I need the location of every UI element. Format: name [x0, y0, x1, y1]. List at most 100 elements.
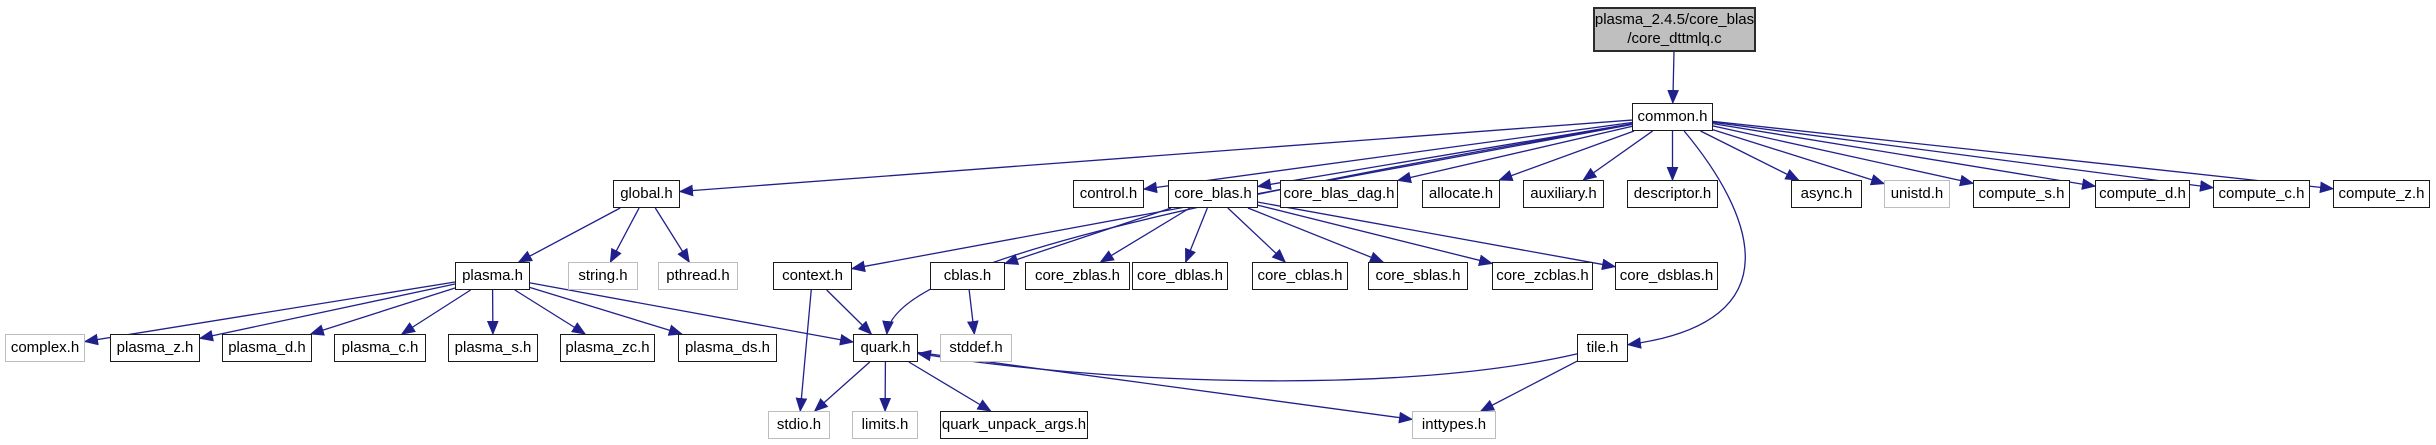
graph-node-stdio-h: stdio.h: [768, 411, 830, 439]
node-label: compute_d.h: [2099, 184, 2186, 202]
edge-common-h-to-compute-d-h: [1712, 122, 2097, 190]
edge-quark-h-to-stdio-h: [813, 361, 871, 412]
node-label: stdio.h: [776, 415, 822, 433]
graph-node-compute-s-h[interactable]: compute_s.h: [1973, 180, 2070, 208]
node-label: compute_c.h: [2218, 184, 2305, 202]
graph-node-plasma-zc-h[interactable]: plasma_zc.h: [560, 334, 655, 362]
node-label: core_sblas.h: [1375, 266, 1461, 284]
graph-node-plasma-z-h[interactable]: plasma_z.h: [110, 334, 200, 362]
dependency-edges: [83, 51, 2335, 424]
edge-tile-h-to-inttypes-h: [1479, 360, 1578, 412]
graph-node-limits-h: limits.h: [852, 411, 918, 439]
node-label: stddef.h: [949, 338, 1003, 356]
graph-node-complex-h: complex.h: [5, 334, 85, 362]
graph-node-compute-d-h[interactable]: compute_d.h: [2095, 180, 2190, 208]
node-label: complex.h: [10, 338, 80, 356]
graph-node-quark-h[interactable]: quark.h: [853, 334, 918, 362]
edge-common-h-to-compute-c-h: [1712, 121, 2215, 192]
edge-quark-h-to-inttypes-h: [917, 351, 1414, 424]
edge-common-h-to-global-h: [678, 119, 1633, 197]
node-label: quark_unpack_args.h: [941, 415, 1087, 433]
edge-common-h-to-core-blas-dag-h: [1396, 125, 1633, 184]
node-label: inttypes.h: [1421, 415, 1487, 433]
graph-node-plasma-s-h[interactable]: plasma_s.h: [448, 334, 538, 362]
node-label: plasma_zc.h: [565, 338, 650, 356]
node-label: common.h: [1637, 107, 1708, 125]
node-label: core_dblas.h: [1137, 266, 1223, 284]
node-label: context.h: [782, 266, 843, 284]
edge-quark-h-to-quark-unpack-args-h: [908, 361, 992, 412]
node-label: plasma_2.4.5/core_blas /core_dttmlq.c: [1594, 10, 1755, 47]
graph-node-plasma-h[interactable]: plasma.h: [455, 262, 530, 290]
edge-core-blas-h-to-core-cblas-h: [1227, 207, 1287, 263]
edge-core-blas-h-to-core-sblas-h: [1247, 207, 1385, 263]
graph-node-unistd-h: unistd.h: [1884, 180, 1950, 208]
graph-node-control-h[interactable]: control.h: [1073, 180, 1144, 208]
graph-node-pthread-h: pthread.h: [658, 262, 738, 290]
edge-core-dttmlq-c-to-common-h: [1667, 51, 1679, 105]
graph-node-plasma-d-h[interactable]: plasma_d.h: [222, 334, 312, 362]
edge-common-h-to-core-blas-h: [1256, 123, 1633, 191]
node-label: plasma.h: [462, 266, 523, 284]
edge-common-h-to-quark-h: [882, 123, 1633, 336]
edge-plasma-h-to-plasma-c-h: [400, 289, 471, 335]
node-label: async.h: [1800, 184, 1853, 202]
graph-node-tile-h[interactable]: tile.h: [1577, 334, 1628, 362]
node-label: quark.h: [860, 338, 911, 356]
graph-node-core-sblas-h[interactable]: core_sblas.h: [1368, 262, 1468, 290]
edge-common-h-to-tile-h: [1626, 130, 1746, 349]
graph-node-auxiliary-h[interactable]: auxiliary.h: [1523, 180, 1604, 208]
graph-node-quark-unpack-args-h[interactable]: quark_unpack_args.h: [940, 411, 1088, 439]
node-label: pthread.h: [666, 266, 730, 284]
graph-node-async-h[interactable]: async.h: [1791, 180, 1862, 208]
edge-core-blas-h-to-core-zblas-h: [1099, 207, 1191, 263]
node-label: limits.h: [861, 415, 909, 433]
graph-node-core-blas-h[interactable]: core_blas.h: [1168, 180, 1258, 208]
node-label: tile.h: [1586, 338, 1619, 356]
graph-node-cblas-h[interactable]: cblas.h: [930, 262, 1005, 290]
edge-common-h-to-auxiliary-h: [1582, 130, 1654, 181]
graph-node-core-dsblas-h[interactable]: core_dsblas.h: [1615, 262, 1718, 290]
graph-node-compute-c-h[interactable]: compute_c.h: [2213, 180, 2310, 208]
node-label: string.h: [578, 266, 628, 284]
node-label: core_zblas.h: [1034, 266, 1121, 284]
edge-common-h-to-async-h: [1700, 130, 1800, 181]
graph-node-core-zblas-h[interactable]: core_zblas.h: [1025, 262, 1130, 290]
graph-node-core-cblas-h[interactable]: core_cblas.h: [1252, 262, 1348, 290]
node-label: allocate.h: [1428, 184, 1494, 202]
node-label: compute_s.h: [1978, 184, 2065, 202]
graph-node-core-dttmlq-c: plasma_2.4.5/core_blas /core_dttmlq.c: [1593, 7, 1756, 52]
node-label: core_dsblas.h: [1619, 266, 1714, 284]
edge-common-h-to-compute-s-h: [1712, 125, 1975, 187]
graph-node-core-zcblas-h[interactable]: core_zcblas.h: [1492, 262, 1593, 290]
graph-node-compute-z-h[interactable]: compute_z.h: [2333, 180, 2430, 208]
node-label: core_cblas.h: [1257, 266, 1343, 284]
graph-node-context-h[interactable]: context.h: [773, 262, 852, 290]
edge-global-h-to-plasma-h: [517, 207, 621, 263]
graph-node-descriptor-h[interactable]: descriptor.h: [1627, 180, 1718, 208]
edge-core-blas-h-to-core-dsblas-h: [1257, 201, 1617, 271]
edge-global-h-to-string-h: [609, 207, 640, 264]
graph-node-common-h[interactable]: common.h: [1632, 103, 1713, 131]
graph-node-allocate-h[interactable]: allocate.h: [1422, 180, 1500, 208]
edge-tile-h-to-quark-h: [916, 349, 1578, 382]
node-label: compute_z.h: [2338, 184, 2425, 202]
node-label: cblas.h: [943, 266, 992, 284]
node-label: plasma_s.h: [454, 338, 532, 356]
edge-core-blas-h-to-core-dblas-h: [1185, 207, 1208, 264]
graph-node-core-blas-dag-h[interactable]: core_blas_dag.h: [1280, 180, 1398, 208]
graph-node-global-h[interactable]: global.h: [613, 180, 680, 208]
graph-node-core-dblas-h[interactable]: core_dblas.h: [1132, 262, 1228, 290]
node-label: global.h: [620, 184, 673, 202]
node-label: core_zcblas.h: [1496, 266, 1589, 284]
edge-core-blas-h-to-cblas-h: [1003, 207, 1172, 265]
node-label: control.h: [1079, 184, 1138, 202]
node-label: core_blas.h: [1174, 184, 1252, 202]
graph-node-plasma-ds-h[interactable]: plasma_ds.h: [678, 334, 777, 362]
edge-plasma-h-to-plasma-ds-h: [529, 286, 684, 336]
node-label: auxiliary.h: [1530, 184, 1597, 202]
edge-context-h-to-stdio-h: [795, 289, 812, 413]
graph-node-plasma-c-h[interactable]: plasma_c.h: [334, 334, 426, 362]
node-label: core_blas_dag.h: [1283, 184, 1395, 202]
